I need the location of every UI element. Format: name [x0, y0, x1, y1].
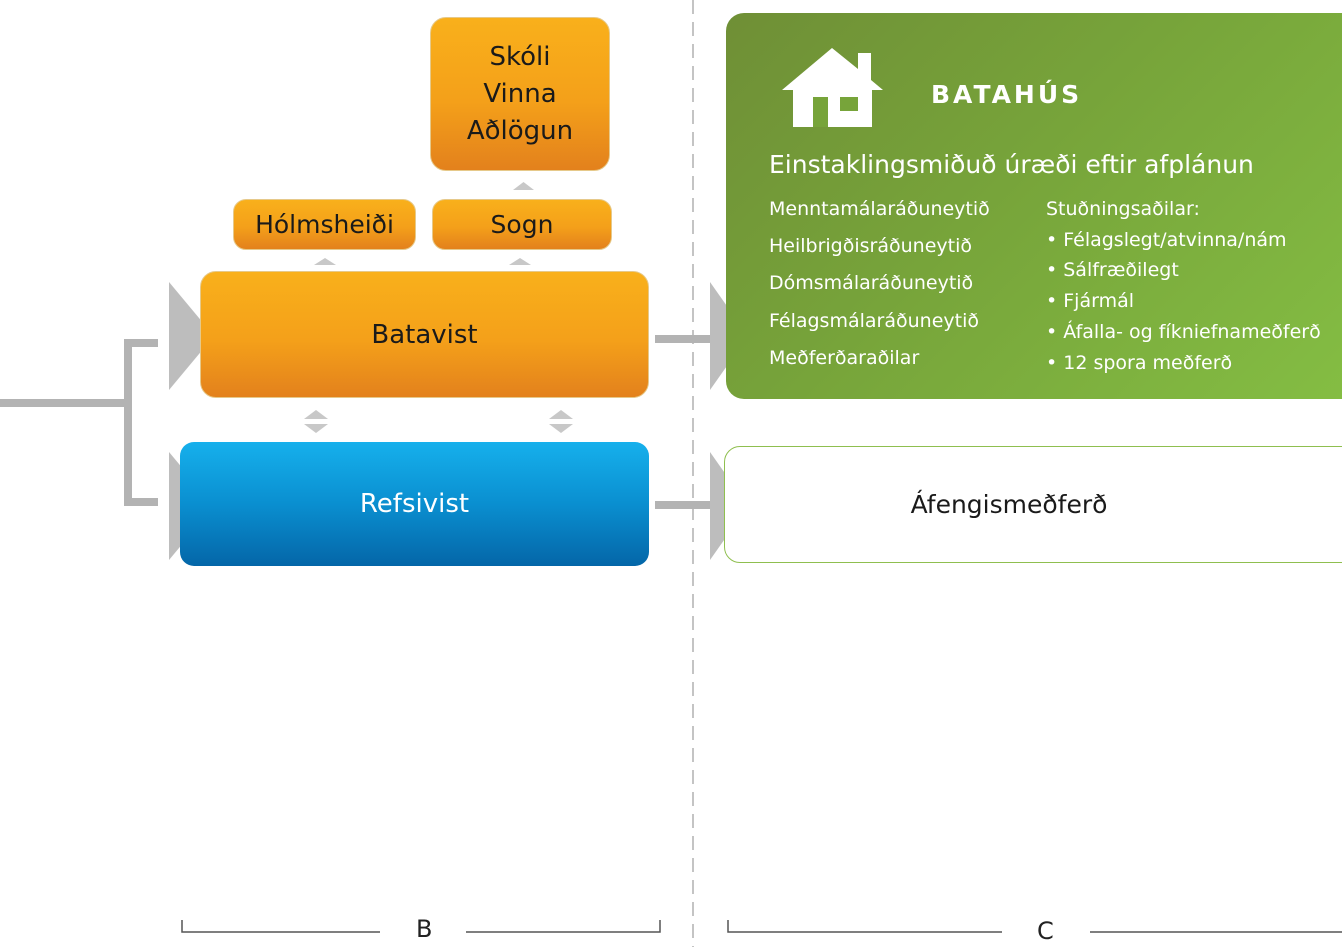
sogn-box: Sogn — [432, 199, 612, 250]
afengismedferd-label: Áfengismeðferð — [910, 490, 1108, 519]
ministry-item: Félagsmálaráðuneytið — [769, 310, 979, 332]
bracket-b-right — [466, 920, 661, 933]
support-item: • Sálfræðilegt — [1046, 259, 1179, 281]
ministry-item: Heilbrigðisráðuneytið — [769, 235, 972, 257]
ministry-item: Meðferðaraðilar — [769, 347, 920, 369]
double-arrow-left — [304, 410, 328, 419]
refsivist-box: Refsivist — [180, 442, 649, 566]
batahus-subtitle: Einstaklingsmiðuð úræði eftir afplánun — [769, 150, 1254, 179]
batahus-title: BATAHÚS — [931, 80, 1083, 109]
arrow-up-holm — [314, 258, 336, 265]
skoli-vinna-adlogun-box: Skóli Vinna Aðlögun — [430, 17, 610, 171]
bracket-label-b: B — [416, 915, 433, 943]
batavist-box: Batavist — [200, 271, 649, 398]
skoli-line-3: Aðlögun — [466, 115, 574, 146]
bracket-b-left — [181, 920, 380, 933]
ministry-item: Dómsmálaráðuneytið — [769, 272, 974, 294]
double-arrow-right-down — [549, 424, 573, 433]
arrow-up-sogn — [509, 258, 531, 265]
double-arrow-right — [549, 410, 573, 419]
skoli-line-2: Vinna — [483, 78, 557, 109]
bracket-c-left — [727, 920, 1002, 933]
arrow-up-skoli — [513, 182, 534, 190]
chevron-batavist — [169, 282, 214, 390]
support-item: • 12 spora meðferð — [1046, 352, 1233, 374]
support-item: • Fjármál — [1046, 290, 1135, 312]
support-item: • Áfalla- og fíkniefnameðferð — [1046, 321, 1321, 343]
skoli-line-1: Skóli — [489, 41, 551, 72]
support-item: • Félagslegt/atvinna/nám — [1046, 229, 1287, 251]
holmsheidi-box: Hólmsheiði — [233, 199, 416, 250]
afengismedferd-box: Áfengismeðferð — [724, 446, 1342, 563]
ministry-item: Menntamálaráðuneytið — [769, 198, 990, 220]
house-icon — [782, 48, 883, 127]
bracket-label-c: C — [1037, 917, 1054, 945]
double-arrow-left-down — [304, 424, 328, 433]
split-connector — [124, 339, 158, 506]
support-heading: Stuðningsaðilar: — [1046, 198, 1200, 220]
